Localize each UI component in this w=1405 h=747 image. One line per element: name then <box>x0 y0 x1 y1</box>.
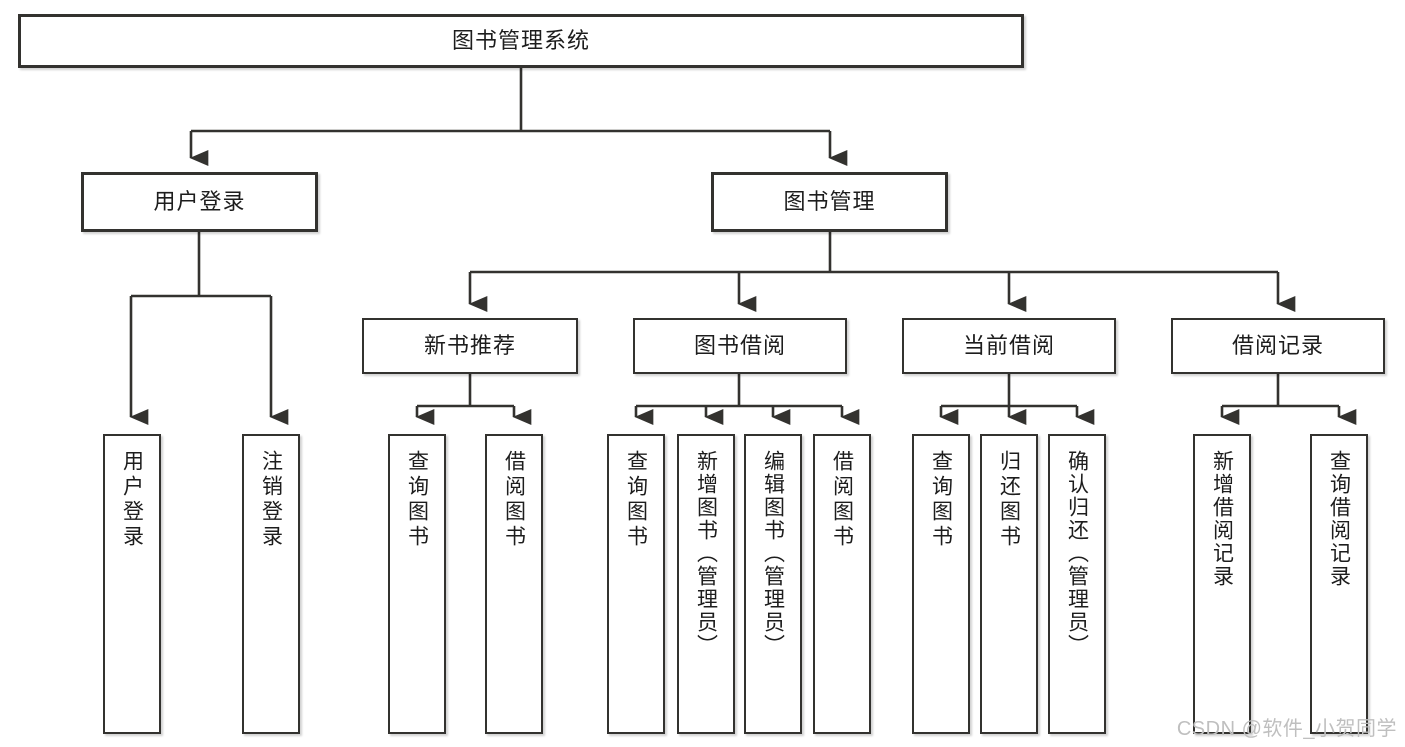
node-book-manage-label: 图书管理 <box>783 189 876 215</box>
leaf-query-book-2-label: 查询图书 <box>624 450 648 550</box>
leaf-query-book-1-label: 查询图书 <box>405 450 429 550</box>
node-user-login[interactable]: 用户登录 <box>81 172 318 232</box>
watermark-text: CSDN @软件_小贺同学 <box>1176 718 1397 740</box>
leaf-query-book-3-label: 查询图书 <box>929 450 953 550</box>
node-new-book-recommend-label: 新书推荐 <box>423 333 516 359</box>
node-book-manage[interactable]: 图书管理 <box>711 172 948 232</box>
node-current-borrow-label: 当前借阅 <box>962 333 1055 359</box>
leaf-add-book-label: 新增图书（管理员） <box>694 450 718 657</box>
leaf-user-logout-label: 注销登录 <box>259 450 283 550</box>
node-root-label: 图书管理系统 <box>451 28 590 54</box>
leaf-user-logout[interactable]: 注销登录 <box>242 434 300 734</box>
leaf-user-login-label: 用户登录 <box>120 450 144 550</box>
leaf-user-login[interactable]: 用户登录 <box>103 434 161 734</box>
node-root[interactable]: 图书管理系统 <box>18 14 1024 68</box>
leaf-confirm-return[interactable]: 确认归还（管理员） <box>1048 434 1106 734</box>
node-new-book-recommend[interactable]: 新书推荐 <box>362 318 578 374</box>
leaf-query-record-label: 查询借阅记录 <box>1327 450 1351 588</box>
leaf-query-book-1[interactable]: 查询图书 <box>388 434 446 734</box>
leaf-query-book-2[interactable]: 查询图书 <box>607 434 665 734</box>
leaf-confirm-return-label: 确认归还（管理员） <box>1065 450 1089 657</box>
leaf-edit-book-label: 编辑图书（管理员） <box>761 450 785 657</box>
leaf-add-record[interactable]: 新增借阅记录 <box>1193 434 1251 734</box>
leaf-query-book-3[interactable]: 查询图书 <box>912 434 970 734</box>
node-borrow-record-label: 借阅记录 <box>1231 333 1324 359</box>
leaf-return-book-label: 归还图书 <box>997 450 1021 550</box>
leaf-borrow-book-2[interactable]: 借阅图书 <box>813 434 871 734</box>
node-book-borrow[interactable]: 图书借阅 <box>633 318 847 374</box>
leaf-borrow-book-1[interactable]: 借阅图书 <box>485 434 543 734</box>
leaf-edit-book[interactable]: 编辑图书（管理员） <box>744 434 802 734</box>
node-user-login-label: 用户登录 <box>153 189 246 215</box>
node-book-borrow-label: 图书借阅 <box>693 333 786 359</box>
leaf-add-record-label: 新增借阅记录 <box>1210 450 1234 588</box>
leaf-borrow-book-2-label: 借阅图书 <box>830 450 854 550</box>
leaf-add-book[interactable]: 新增图书（管理员） <box>677 434 735 734</box>
node-current-borrow[interactable]: 当前借阅 <box>902 318 1116 374</box>
leaf-return-book[interactable]: 归还图书 <box>980 434 1038 734</box>
leaf-query-record[interactable]: 查询借阅记录 <box>1310 434 1368 734</box>
node-borrow-record[interactable]: 借阅记录 <box>1171 318 1385 374</box>
leaf-borrow-book-1-label: 借阅图书 <box>502 450 526 550</box>
